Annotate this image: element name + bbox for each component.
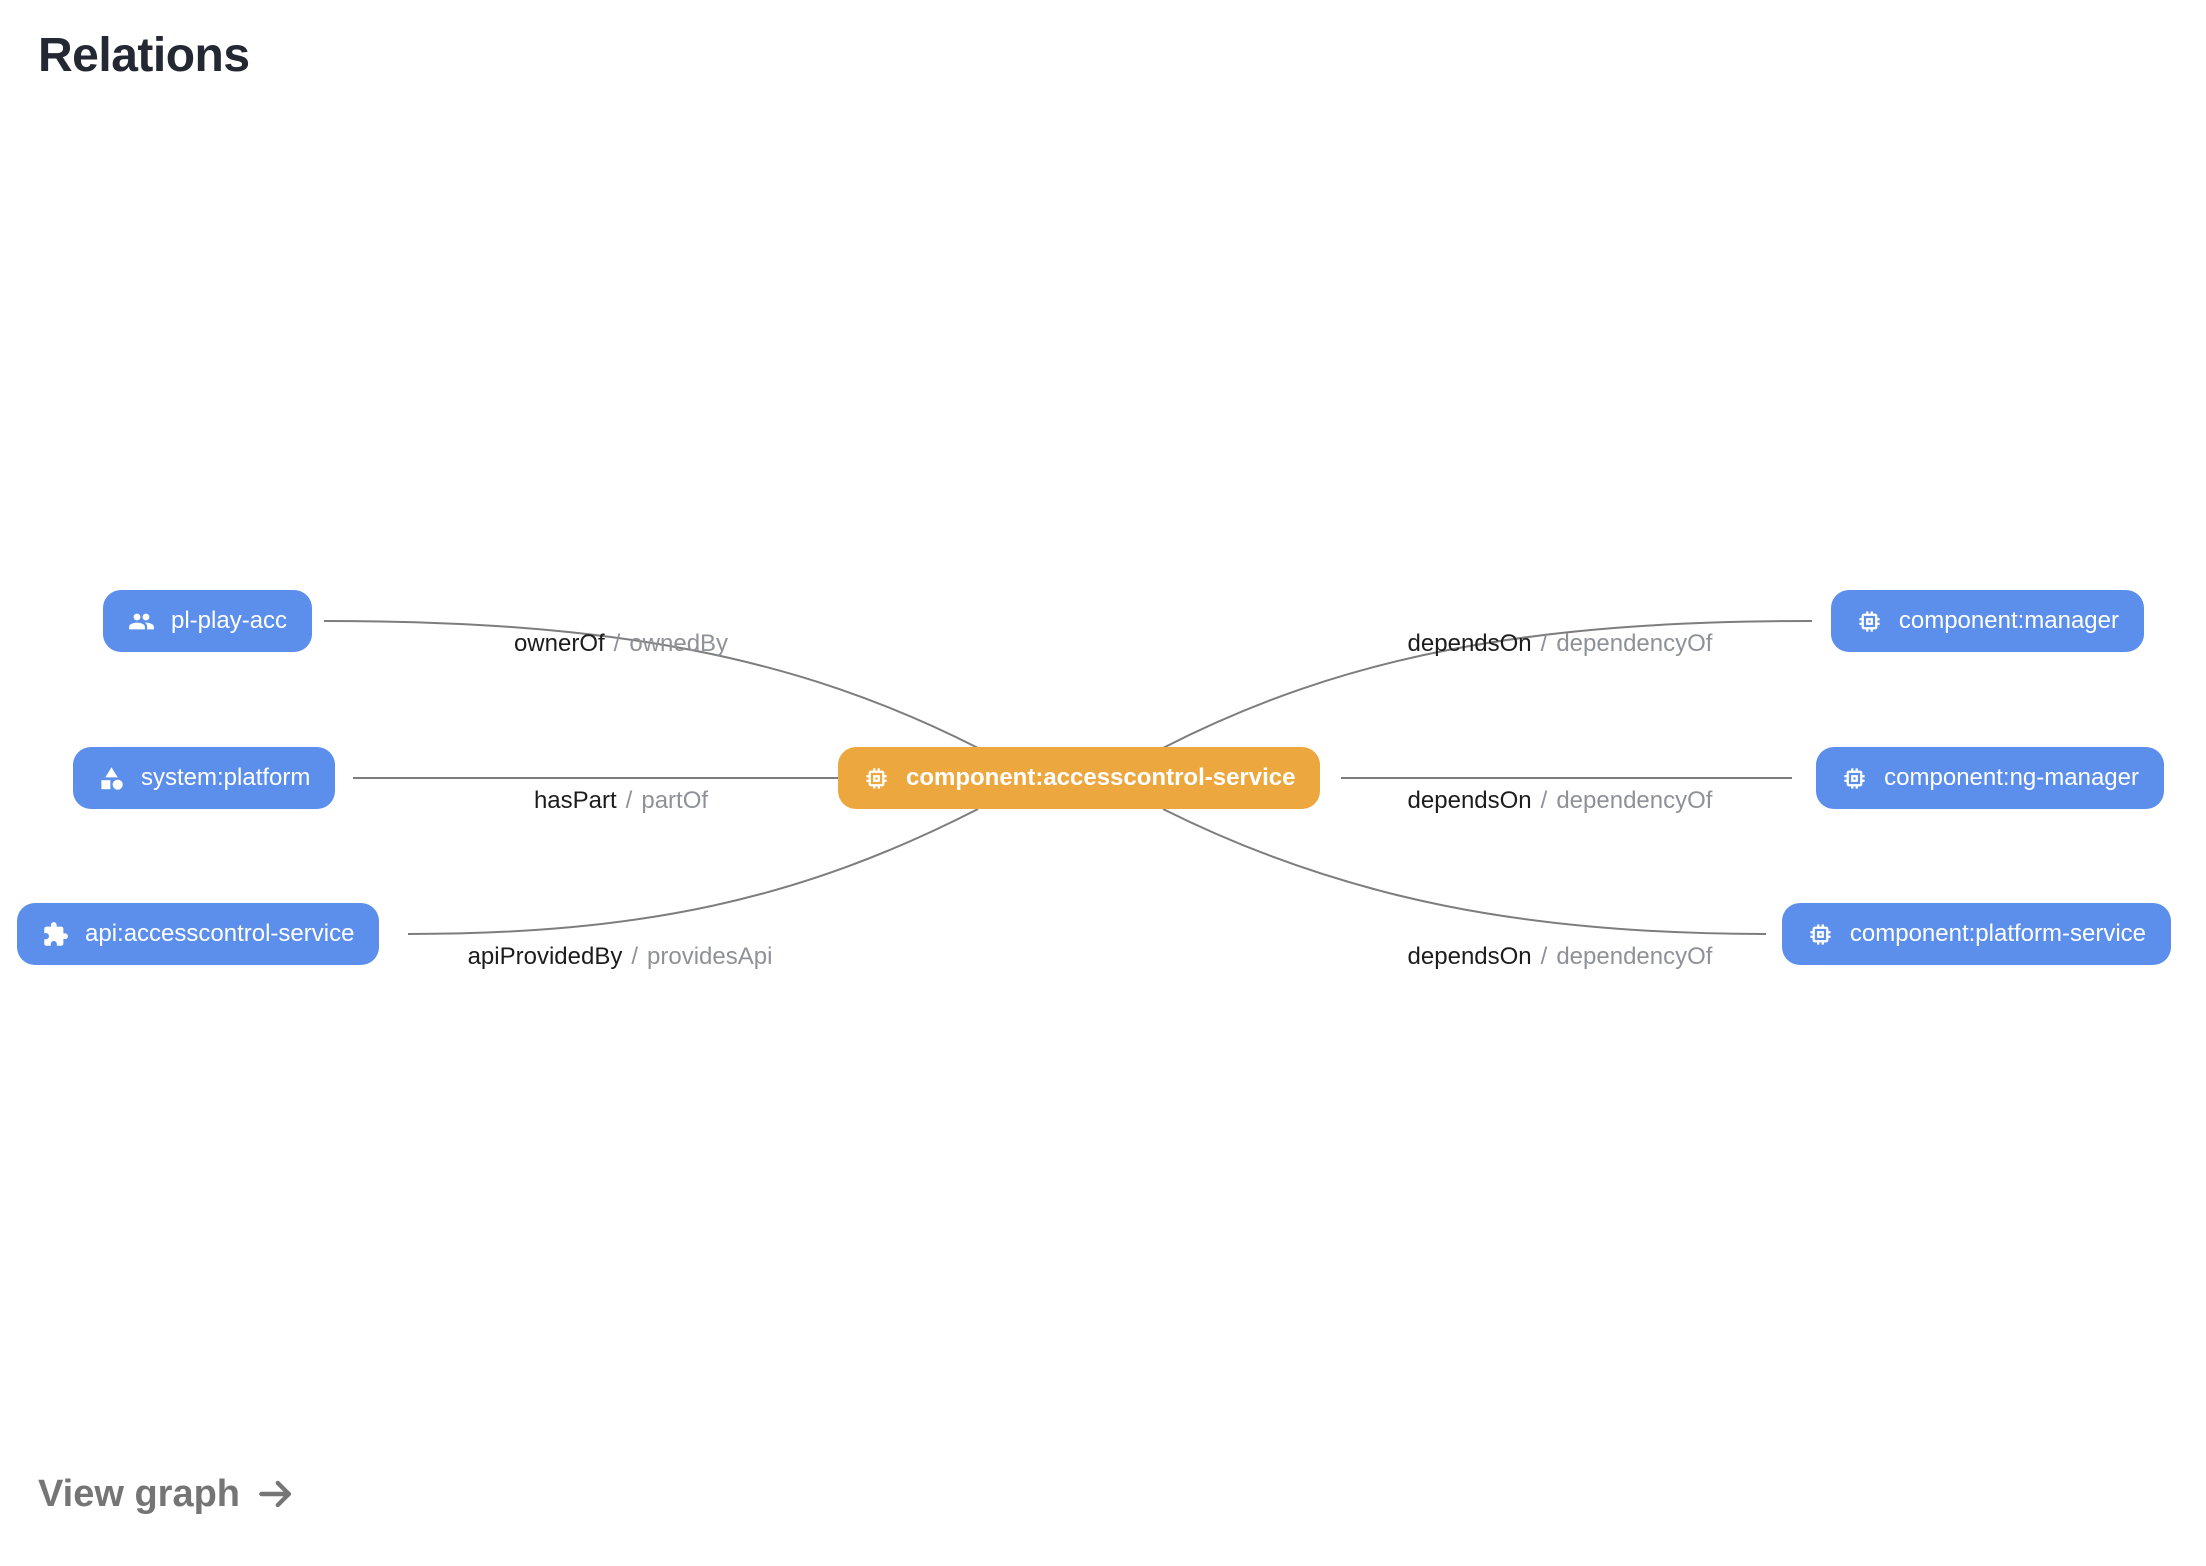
chip-icon bbox=[1807, 921, 1834, 948]
chip-icon bbox=[1856, 608, 1883, 635]
relation-inverse: providesApi bbox=[647, 943, 773, 970]
relation-inverse: ownedBy bbox=[629, 630, 729, 657]
edge-label-has-part: hasPart / partOf bbox=[534, 787, 708, 815]
node-component-manager[interactable]: component:manager bbox=[1830, 590, 2144, 652]
node-label: component:manager bbox=[1898, 607, 2119, 634]
node-component-accesscontrol-service[interactable]: component:accesscontrol-service bbox=[838, 747, 1321, 809]
edge-depends-on-platform-service bbox=[1162, 808, 1767, 935]
chip-icon bbox=[863, 765, 890, 792]
relation-separator: / bbox=[1540, 943, 1548, 970]
node-label: component:accesscontrol-service bbox=[906, 764, 1296, 791]
relation-separator: / bbox=[625, 787, 633, 814]
relation-separator: / bbox=[613, 630, 621, 657]
relation-separator: / bbox=[631, 943, 639, 970]
node-label: component:platform-service bbox=[1849, 920, 2146, 947]
relation-inverse: partOf bbox=[641, 787, 709, 814]
relation-forward: hasPart bbox=[533, 787, 617, 814]
node-component-platform-service[interactable]: component:platform-service bbox=[1781, 903, 2171, 965]
edge-label-depends-on-manager: dependsOn / dependencyOf bbox=[1408, 630, 1713, 658]
puzzle-icon bbox=[42, 921, 69, 948]
edge-api-provided-by bbox=[407, 808, 979, 935]
edge-label-owner-of: ownerOf / ownedBy bbox=[514, 630, 728, 658]
node-system-platform[interactable]: system:platform bbox=[73, 747, 336, 809]
edge-label-depends-on-ng-manager: dependsOn / dependencyOf bbox=[1408, 787, 1713, 815]
relation-forward: ownerOf bbox=[513, 630, 605, 657]
node-label: pl-play-acc bbox=[171, 607, 288, 634]
relation-forward: dependsOn bbox=[1407, 787, 1532, 814]
view-graph-link[interactable]: View graph bbox=[38, 1472, 298, 1516]
relation-inverse: dependencyOf bbox=[1556, 787, 1713, 814]
edge-label-depends-on-platform-service: dependsOn / dependencyOf bbox=[1408, 943, 1713, 971]
node-label: api:accesscontrol-service bbox=[85, 920, 355, 947]
group-icon bbox=[128, 608, 155, 635]
node-api-accesscontrol-service[interactable]: api:accesscontrol-service bbox=[17, 903, 380, 965]
relation-inverse: dependencyOf bbox=[1556, 630, 1713, 657]
relation-inverse: dependencyOf bbox=[1556, 943, 1713, 970]
relation-forward: dependsOn bbox=[1407, 630, 1532, 657]
view-graph-label: View graph bbox=[38, 1472, 241, 1515]
node-label: system:platform bbox=[141, 764, 311, 791]
relation-separator: / bbox=[1540, 787, 1548, 814]
edge-label-api-provided-by: apiProvidedBy / providesApi bbox=[468, 943, 773, 971]
node-component-ng-manager[interactable]: component:ng-manager bbox=[1816, 747, 2164, 809]
relation-forward: dependsOn bbox=[1407, 943, 1532, 970]
node-label: component:ng-manager bbox=[1884, 764, 2139, 791]
relation-separator: / bbox=[1540, 630, 1548, 657]
relation-forward: apiProvidedBy bbox=[467, 943, 623, 970]
node-pl-play-acc[interactable]: pl-play-acc bbox=[103, 590, 313, 652]
arrow-right-icon bbox=[254, 1472, 298, 1516]
chip-icon bbox=[1841, 765, 1868, 792]
shapes-icon bbox=[98, 765, 125, 792]
page-title: Relations bbox=[38, 29, 250, 82]
